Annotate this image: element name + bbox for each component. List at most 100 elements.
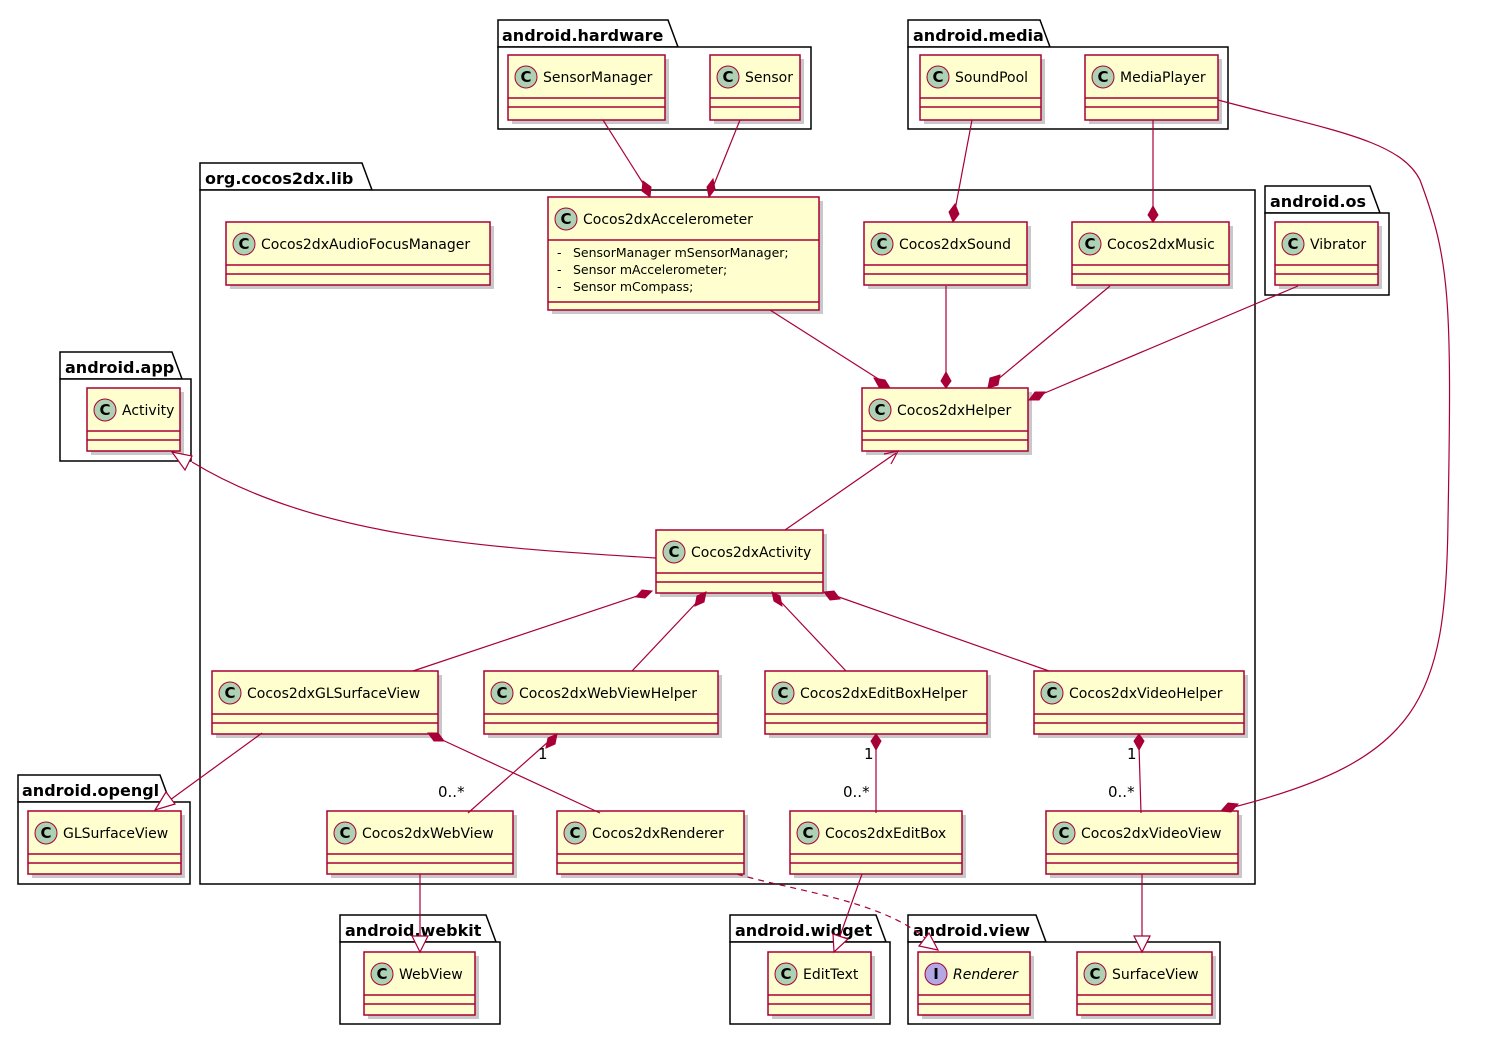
class-icon <box>796 821 820 845</box>
stereotype-letter: C <box>722 68 733 86</box>
package-title: org.cocos2dx.lib <box>205 169 353 188</box>
class-name: Cocos2dxEditBox <box>825 826 946 842</box>
edge-webviewhelper-webview <box>467 741 549 814</box>
stereotype-letter: C <box>520 68 531 86</box>
edge-mediaplayer-videoview <box>1217 99 1451 809</box>
package-title: android.opengl <box>22 781 159 800</box>
accelerometer-fields: - SensorManager mSensorManager; - Sensor… <box>557 245 789 294</box>
field-text: Sensor mCompass; <box>573 279 693 294</box>
class-name: Activity <box>122 403 174 419</box>
class-name: SurfaceView <box>1112 967 1199 983</box>
class-name: WebView <box>399 967 463 983</box>
class-icon <box>771 681 795 705</box>
package-title: android.webkit <box>345 921 482 940</box>
class-icon <box>1281 232 1305 256</box>
generalization-triangle <box>170 451 193 472</box>
class-name: Cocos2dxVideoHelper <box>1069 686 1223 702</box>
interface-icon <box>924 962 948 986</box>
class-icon <box>1091 65 1115 89</box>
package-title: android.widget <box>735 921 873 940</box>
class-cocos2dx-video-helper: C Cocos2dxVideoHelper <box>1033 670 1248 738</box>
class-name: Cocos2dxWebViewHelper <box>519 686 697 702</box>
edge-editbox-inheritance <box>839 873 863 937</box>
edge-glsurfaceview-inheritance <box>169 732 263 801</box>
field-text: SensorManager mSensorManager; <box>573 245 789 260</box>
multiplicity-label: 1 <box>1127 745 1137 763</box>
class-box <box>1045 810 1239 875</box>
edge-soundpool-sound <box>954 119 973 211</box>
class-box <box>655 529 824 594</box>
class-icon <box>662 540 686 564</box>
class-name: Cocos2dxWebView <box>362 826 494 842</box>
field-visibility: - <box>557 279 562 294</box>
stereotype-letter: C <box>874 401 885 419</box>
class-box <box>861 387 1029 452</box>
composition-diamond <box>706 177 716 199</box>
edge-activity-helper <box>784 452 897 531</box>
class-icon <box>554 207 578 231</box>
stereotype-letter: C <box>1089 965 1100 983</box>
stereotype-letter: C <box>376 965 387 983</box>
composition-diamond <box>427 732 445 742</box>
edge-sensor-accelerometer <box>712 119 741 188</box>
class-box <box>211 670 439 735</box>
class-icon <box>1083 962 1107 986</box>
generalization-triangle <box>832 933 850 954</box>
class-name: Cocos2dxGLSurfaceView <box>247 686 420 702</box>
class-box <box>556 810 745 875</box>
package-title: android.hardware <box>502 26 664 45</box>
composition-diamond <box>545 733 558 749</box>
package-title: android.media <box>913 26 1044 45</box>
multiplicities: 1 0..* 1 0..* 1 0..* <box>438 745 1137 801</box>
class-name: Cocos2dxAccelerometer <box>583 212 753 228</box>
edge-sensormanager-accelerometer <box>602 119 647 189</box>
multiplicity-label: 0..* <box>843 783 870 801</box>
edge-renderer-realization <box>736 873 926 939</box>
class-icon <box>774 962 798 986</box>
field-visibility: - <box>557 245 562 260</box>
class-box <box>764 670 988 735</box>
class-surface-view: C SurfaceView <box>1076 951 1216 1019</box>
stereotype-letter: C <box>932 68 943 86</box>
composition-diamond <box>987 374 1001 389</box>
class-web-view: C WebView <box>363 951 479 1019</box>
edge-glsurfaceview-renderer <box>437 737 601 814</box>
class-icon <box>232 232 256 256</box>
class-box <box>789 810 963 875</box>
edge-activity-editboxhelper <box>779 600 847 672</box>
field-text: Sensor mAccelerometer; <box>573 262 727 277</box>
composition-diamond <box>870 733 882 752</box>
edge-accelerometer-helper <box>769 309 881 381</box>
multiplicity-label: 0..* <box>1108 783 1135 801</box>
composition-diamond <box>1028 391 1046 401</box>
stereotype-letter: C <box>1046 684 1057 702</box>
class-icon <box>218 681 242 705</box>
stereotype-letter: C <box>569 824 580 842</box>
class-box <box>225 221 491 286</box>
composition-diamond <box>1133 733 1145 752</box>
field-visibility: - <box>557 262 562 277</box>
class-icon <box>870 232 894 256</box>
stereotype-letter: C <box>496 684 507 702</box>
stereotype-letter: C <box>1084 235 1095 253</box>
edge-music-helper <box>996 285 1111 381</box>
composition-diamond <box>1147 204 1159 223</box>
stereotype-letter: C <box>40 824 51 842</box>
composition-diamond <box>694 591 707 607</box>
stereotype-letter: C <box>780 965 791 983</box>
class-icon <box>563 821 587 845</box>
composition-diamond <box>940 370 952 389</box>
composition-diamond <box>873 377 891 389</box>
